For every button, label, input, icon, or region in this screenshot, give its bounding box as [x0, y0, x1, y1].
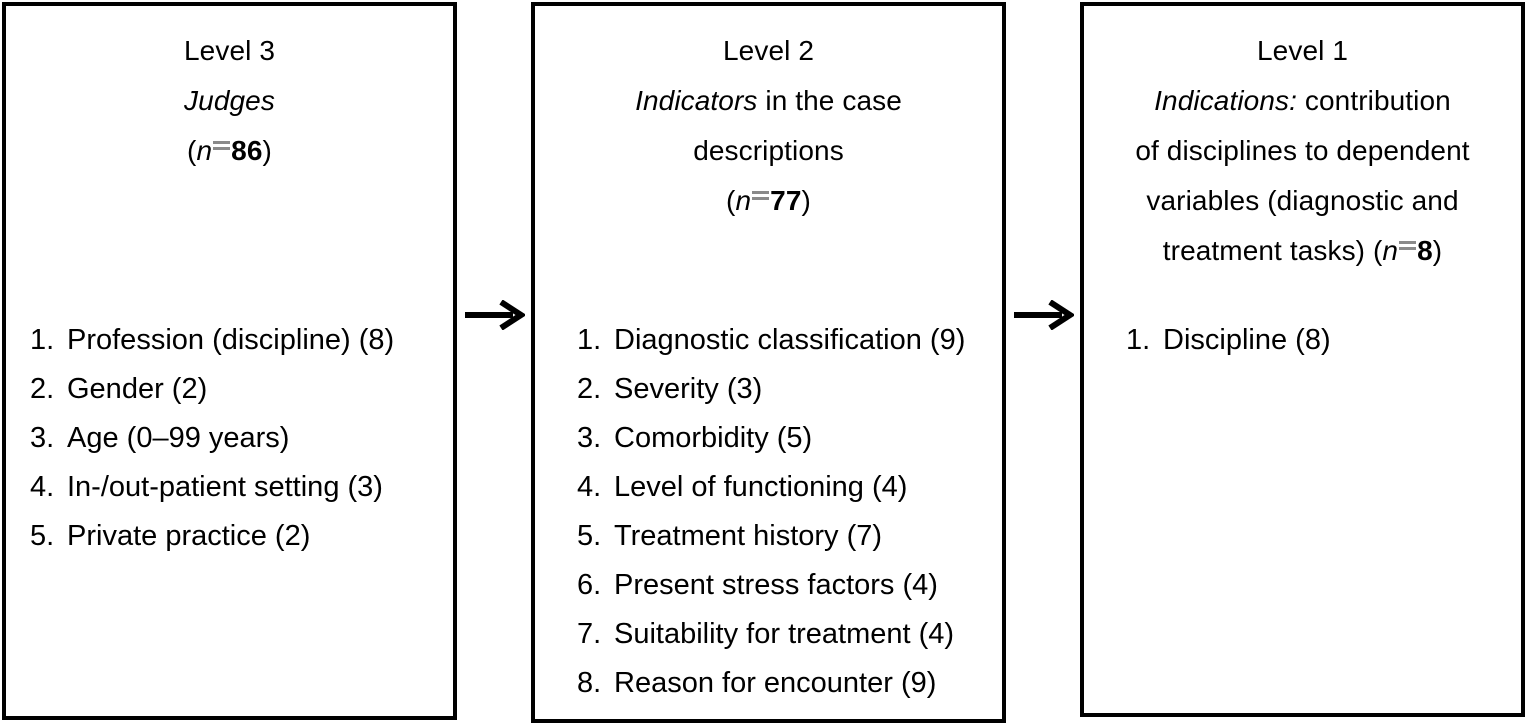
list-item-label: Private practice (2)	[67, 520, 311, 552]
list-item: 3. Age (0–99 years)	[30, 414, 453, 463]
level-3-header: Level 3 Judges (n 86)	[6, 6, 453, 176]
list-item-number: 6.	[577, 569, 602, 601]
list-item-label: Severity (3)	[614, 373, 763, 405]
list-item-number: 1.	[30, 324, 55, 356]
list-item: 5. Private practice (2)	[30, 512, 453, 561]
level-1-title: Level 1	[1257, 35, 1348, 66]
level-2-box: Level 2 Indicators in the case descripti…	[531, 2, 1006, 723]
arrow-right-icon	[463, 300, 525, 330]
equals-sign-icon	[1398, 232, 1417, 260]
equals-sign-icon	[212, 132, 231, 160]
list-item: 7. Suitability for treatment (4)	[577, 610, 1002, 659]
equals-sign-icon	[751, 182, 770, 210]
list-item-number: 7.	[577, 618, 602, 650]
list-item-number: 8.	[577, 667, 602, 699]
level-1-subtitle-line5-pre: treatment tasks)	[1162, 235, 1373, 266]
list-item-number: 2.	[577, 373, 602, 405]
n-symbol: n	[1382, 235, 1399, 266]
list-item: 8. Reason for encounter (9)	[577, 659, 1002, 708]
list-item-label: Suitability for treatment (4)	[614, 618, 955, 650]
list-item: 1. Profession (discipline) (8)	[30, 316, 453, 365]
list-item-label: Present stress factors (4)	[614, 569, 938, 601]
level-1-subtitle-line4: variables (diagnostic and	[1146, 185, 1459, 216]
level-1-subtitle-line3: of disciplines to dependent	[1135, 135, 1470, 166]
level-3-item-list: 1. Profession (discipline) (8) 2. Gender…	[6, 316, 453, 561]
list-item-number: 5.	[30, 520, 55, 552]
list-item: 5. Treatment history (7)	[577, 512, 1002, 561]
level-3-title: Level 3	[184, 35, 275, 66]
level-2-header: Level 2 Indicators in the case descripti…	[535, 6, 1002, 226]
paren-open: (	[1372, 235, 1383, 266]
paren-close: )	[262, 135, 272, 166]
list-item-number: 3.	[577, 422, 602, 454]
list-item: 3. Comorbidity (5)	[577, 414, 1002, 463]
level-2-item-list: 1. Diagnostic classification (9) 2. Seve…	[535, 316, 1002, 708]
n-symbol: n	[196, 135, 213, 166]
list-item-label: In-/out-patient setting (3)	[67, 471, 383, 503]
level-2-sample-size: (n 77)	[535, 176, 1002, 226]
level-3-subtitle-italic: Judges	[184, 85, 275, 116]
level-2-subtitle-italic: Indicators	[635, 85, 758, 116]
list-item-number: 4.	[577, 471, 602, 503]
level-3-subtitle: Judges	[6, 76, 453, 126]
list-item: 2. Severity (3)	[577, 365, 1002, 414]
list-item-label: Comorbidity (5)	[614, 422, 813, 454]
n-symbol: n	[735, 185, 752, 216]
level-2-title: Level 2	[723, 35, 814, 66]
list-item-number: 3.	[30, 422, 55, 454]
level-1-box: Level 1 Indications: contribution of dis…	[1080, 2, 1525, 717]
level-1-header: Level 1 Indications: contribution of dis…	[1084, 6, 1521, 276]
list-item-number: 2.	[30, 373, 55, 405]
level-1-subtitle-italic: Indications:	[1154, 85, 1297, 116]
paren-close: )	[1432, 235, 1443, 266]
level-2-subtitle: Indicators in the case	[535, 76, 1002, 126]
level-2-subtitle-rest: in the case	[757, 85, 902, 116]
level-3-sample-size: (n 86)	[6, 126, 453, 176]
list-item: 4. In-/out-patient setting (3)	[30, 463, 453, 512]
level-1-item-list: 1. Discipline (8)	[1084, 316, 1521, 365]
list-item: 4. Level of functioning (4)	[577, 463, 1002, 512]
list-item: 6. Present stress factors (4)	[577, 561, 1002, 610]
list-item: 2. Gender (2)	[30, 365, 453, 414]
level-3-box: Level 3 Judges (n 86) 1. Profession (disc…	[2, 2, 457, 720]
list-item-label: Profession (discipline) (8)	[67, 324, 395, 356]
list-item-number: 1.	[1126, 324, 1151, 356]
level-1-subtitle: Indications: contribution	[1084, 76, 1521, 126]
paren-open: (	[726, 185, 736, 216]
list-item-label: Gender (2)	[67, 373, 208, 405]
n-value: 8	[1417, 235, 1433, 266]
list-item-label: Reason for encounter (9)	[614, 667, 937, 699]
list-item: 1. Diagnostic classification (9)	[577, 316, 1002, 365]
list-item-number: 1.	[577, 324, 602, 356]
list-item-label: Diagnostic classification (9)	[614, 324, 966, 356]
list-item-label: Discipline (8)	[1163, 324, 1331, 356]
list-item-label: Treatment history (7)	[614, 520, 883, 552]
level-1-subtitle-rest: contribution	[1297, 85, 1451, 116]
list-item-number: 5.	[577, 520, 602, 552]
paren-close: )	[801, 185, 811, 216]
list-item-label: Level of functioning (4)	[614, 471, 908, 503]
n-value: 86	[231, 135, 263, 166]
paren-open: (	[187, 135, 197, 166]
n-value: 77	[770, 185, 802, 216]
level-2-subtitle-line3: descriptions	[693, 135, 844, 166]
list-item-label: Age (0–99 years)	[67, 422, 290, 454]
list-item: 1. Discipline (8)	[1126, 316, 1521, 365]
list-item-number: 4.	[30, 471, 55, 503]
arrow-right-icon	[1012, 300, 1074, 330]
